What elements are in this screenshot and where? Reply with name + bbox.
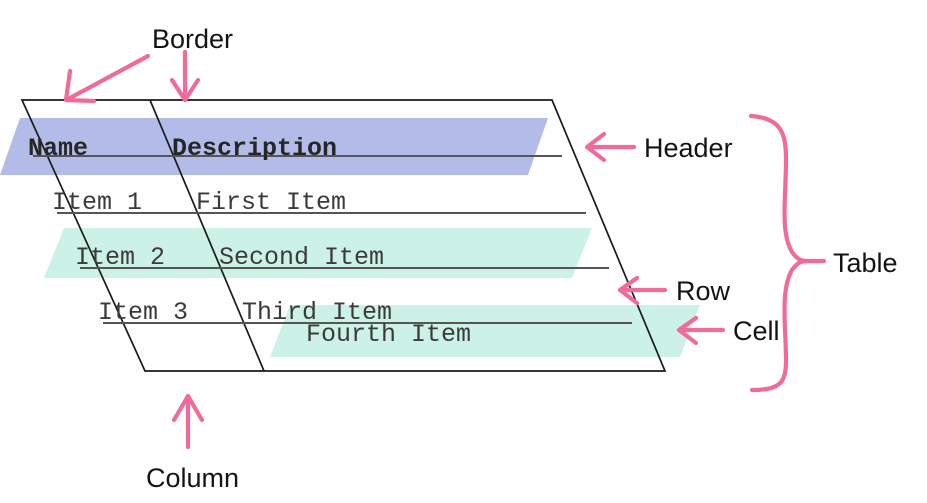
column-header-description: Description [172,134,337,163]
cell-row2-description: Second Item [219,243,384,272]
table-border-outline [20,99,667,372]
header-highlight-band [0,118,548,175]
table-outline [20,99,667,372]
header-arrow-icon [584,131,637,163]
border-vertical-arrow-icon [169,49,201,103]
cell-floating-fourth-item: Fourth Item [306,320,471,349]
label-cell: Cell [733,316,780,346]
label-column: Column [146,463,239,493]
table-brace-icon [748,113,812,393]
cell-row3-name: Item 3 [98,298,188,327]
cell-arrow-icon [676,315,726,346]
row-arrow-icon [617,275,668,306]
label-header: Header [644,133,733,163]
cell-row1-name: Item 1 [52,188,142,217]
annotation-arrows [63,49,827,450]
annotation-labels: Border Header Row Cell Table Column [146,24,898,493]
label-row: Row [676,276,731,306]
table-content: Name Description Item 1 First Item Item … [28,134,471,349]
row-separator-rules [33,155,632,324]
label-border: Border [152,24,233,54]
highlight-bands [0,118,700,357]
cell-highlight-band [270,305,700,357]
column-arrow-icon [171,393,205,450]
column-divider-line [149,99,265,372]
border-diagonal-arrow-icon [63,53,151,104]
row-highlight-band [44,228,592,278]
cell-row1-description: First Item [196,188,346,217]
cell-row3-description: Third Item [242,298,392,327]
cell-row2-name: Item 2 [75,243,165,272]
column-header-name: Name [28,134,88,163]
label-table: Table [833,248,898,278]
